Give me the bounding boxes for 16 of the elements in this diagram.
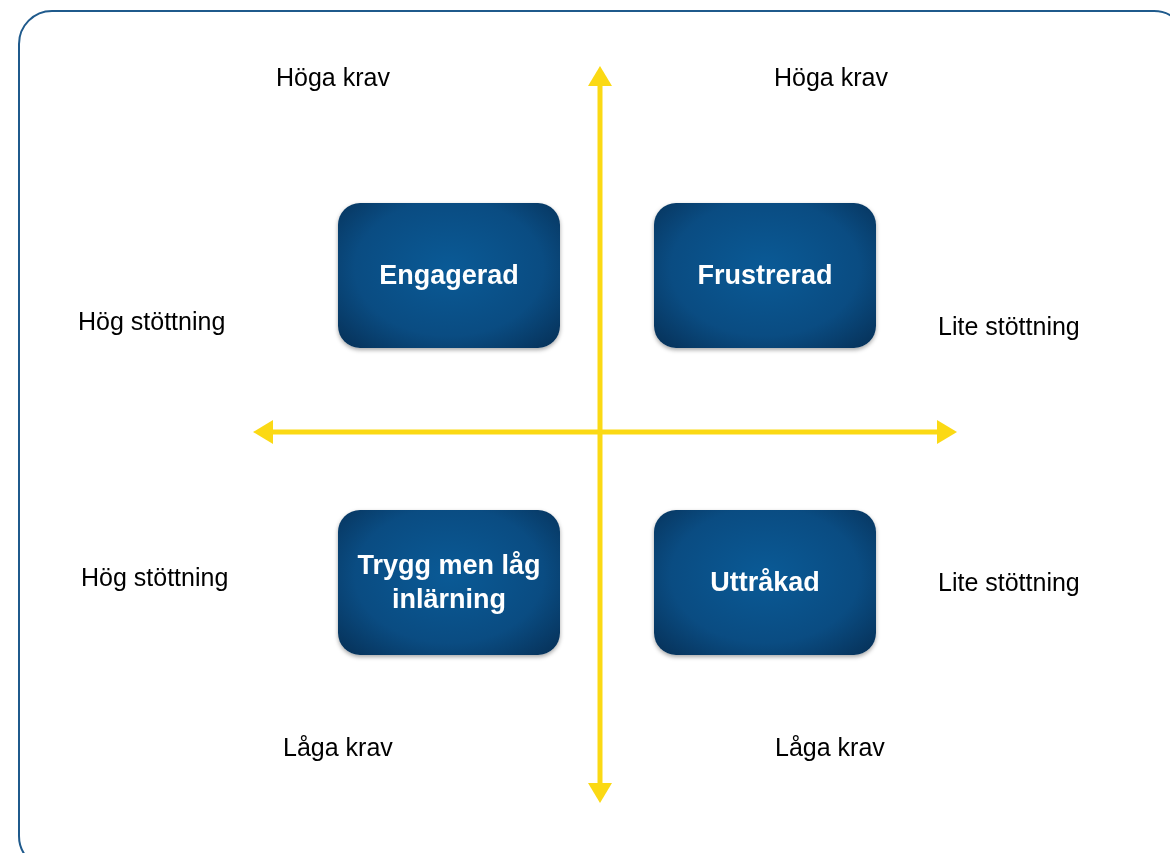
quadrant-box <box>338 510 560 655</box>
quadrant-label: Uttråkad <box>709 565 821 599</box>
axis-label: Lite stöttning <box>938 312 1080 341</box>
axis-label: Höga krav <box>774 63 888 92</box>
axis-label: Hög stöttning <box>78 307 226 336</box>
axis-label: Lite stöttning <box>938 568 1080 597</box>
quadrant-box <box>654 203 876 348</box>
axis-label: Låga krav <box>775 733 885 762</box>
quadrant-box <box>338 203 560 348</box>
axis-label: Hög stöttning <box>81 563 229 592</box>
quadrant-label: Engagerad <box>378 258 520 292</box>
quadrant-label: Frustrerad <box>696 258 834 292</box>
axis-label: Höga krav <box>276 63 390 92</box>
axis-label: Låga krav <box>283 733 393 762</box>
quadrant-box <box>654 510 876 655</box>
quadrant-label: Trygg men låg inlärning <box>356 548 542 616</box>
